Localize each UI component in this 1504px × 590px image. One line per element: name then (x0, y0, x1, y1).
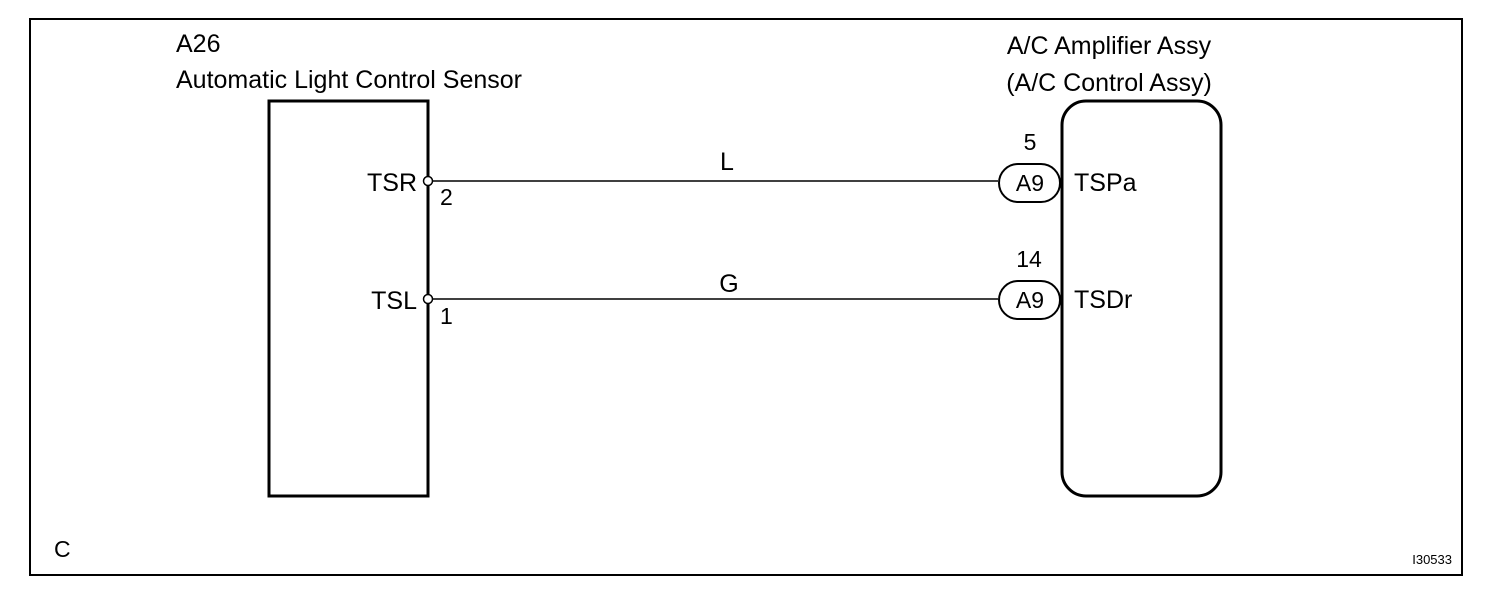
sensor-terminal-tsr-node (422, 175, 434, 187)
sensor-terminal-tsl-node (422, 293, 434, 305)
connector-a9-pin14-label: A9 (1016, 287, 1044, 313)
sensor-terminal-tsl-label: TSL (371, 287, 417, 315)
amplifier-name-line2: (A/C Control Assy) (1006, 69, 1212, 97)
diagram-frame (29, 18, 1463, 576)
amplifier-name-line1: A/C Amplifier Assy (1007, 32, 1212, 60)
frame-corner-label: C (54, 536, 71, 562)
connector-a9-pin5 (998, 163, 1061, 203)
sensor-code: A26 (176, 30, 220, 58)
sensor-terminal-tsr-pin: 2 (440, 184, 453, 210)
amplifier-pin-14: 14 (1016, 246, 1042, 272)
sensor-name: Automatic Light Control Sensor (176, 66, 522, 94)
figure-id: I30533 (1412, 552, 1452, 567)
amplifier-box (1060, 99, 1223, 498)
connector-a9-pin5-label: A9 (1016, 170, 1044, 196)
amplifier-pin-5: 5 (1024, 129, 1037, 155)
connector-a9-pin14 (998, 280, 1061, 320)
sensor-terminal-tsl-pin: 1 (440, 303, 453, 329)
amplifier-terminal-tspa-label: TSPa (1074, 169, 1137, 197)
wire-color-label-g: G (719, 270, 738, 298)
amplifier-terminal-tsdr-label: TSDr (1074, 286, 1132, 314)
wire-color-label-l: L (720, 148, 734, 176)
sensor-terminal-tsr-label: TSR (367, 169, 417, 197)
